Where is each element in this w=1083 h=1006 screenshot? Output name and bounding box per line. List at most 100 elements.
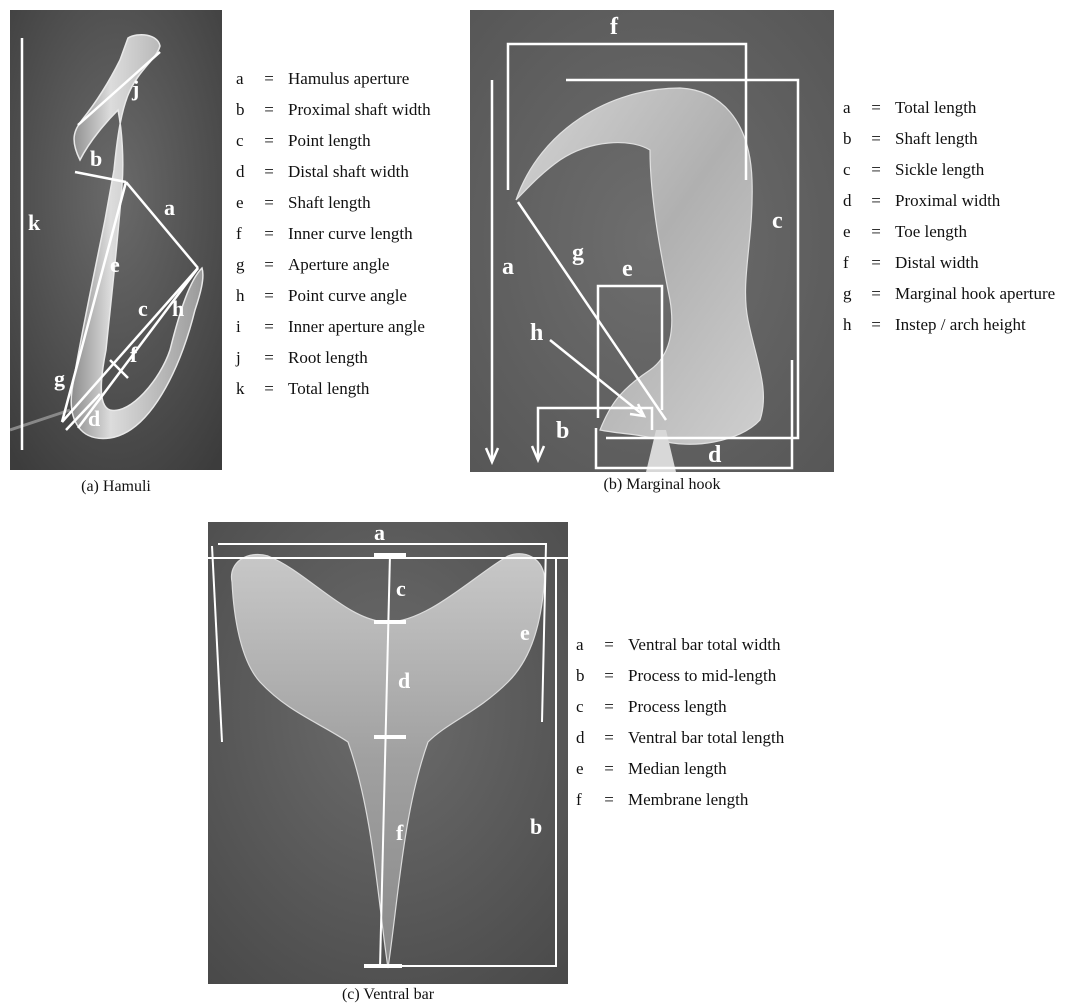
legend-key: d	[576, 722, 590, 753]
legend-key: e	[576, 753, 590, 784]
legend-key: b	[576, 660, 590, 691]
legend-equals: =	[869, 247, 883, 278]
legend-key: c	[576, 691, 590, 722]
legend-equals: =	[602, 753, 616, 784]
legend-equals: =	[262, 187, 276, 218]
legend-description: Marginal hook aperture	[895, 278, 1055, 309]
label-f: f	[130, 342, 138, 367]
legend-equals: =	[869, 92, 883, 123]
legend-equals: =	[602, 722, 616, 753]
legend-equals: =	[602, 660, 616, 691]
ventral-bar-micrograph: a c e d f b	[208, 522, 568, 984]
label-c: c	[138, 296, 148, 321]
legend-description: Aperture angle	[288, 249, 389, 280]
legend-key: b	[843, 123, 857, 154]
legend-equals: =	[262, 311, 276, 342]
legend-description: Membrane length	[628, 784, 748, 815]
legend-description: Hamulus aperture	[288, 63, 409, 94]
label-b: b	[530, 814, 542, 839]
label-c: c	[396, 576, 406, 601]
legend-key: j	[236, 342, 250, 373]
legend-description: Process to mid-length	[628, 660, 776, 691]
legend-equals: =	[262, 63, 276, 94]
marginal-hook-caption: (b) Marginal hook	[560, 476, 764, 494]
legend-equals: =	[262, 280, 276, 311]
legend-description: Ventral bar total length	[628, 722, 784, 753]
label-a: a	[164, 195, 175, 220]
legend-equals: =	[262, 342, 276, 373]
legend-key: f	[843, 247, 857, 278]
legend-description: Inner curve length	[288, 218, 413, 249]
label-g: g	[54, 366, 65, 391]
legend-equals: =	[602, 629, 616, 660]
label-a: a	[502, 254, 514, 280]
legend-description: Distal width	[895, 247, 979, 278]
label-a: a	[374, 522, 385, 545]
legend-equals: =	[262, 125, 276, 156]
legend-key: b	[236, 94, 250, 125]
label-b: b	[90, 146, 102, 171]
legend-key: g	[236, 249, 250, 280]
legend-description: Point length	[288, 125, 371, 156]
legend-description: Toe length	[895, 216, 967, 247]
label-f: f	[610, 14, 619, 40]
legend-equals: =	[262, 156, 276, 187]
legend-description: Proximal shaft width	[288, 94, 431, 125]
legend-key: d	[236, 156, 250, 187]
label-e: e	[622, 256, 633, 282]
legend-equals: =	[869, 309, 883, 340]
legend-description: Root length	[288, 342, 368, 373]
label-j: j	[131, 76, 139, 101]
legend-equals: =	[869, 123, 883, 154]
legend-key: e	[843, 216, 857, 247]
hamuli-caption: (a) Hamuli	[10, 478, 222, 496]
marginal-hook-micrograph: f c a g e h b d	[470, 10, 834, 472]
legend-key: a	[576, 629, 590, 660]
legend-description: Point curve angle	[288, 280, 407, 311]
legend-key: e	[236, 187, 250, 218]
label-c: c	[772, 208, 783, 234]
label-h: h	[172, 296, 184, 321]
legend-equals: =	[262, 94, 276, 125]
legend-description: Sickle length	[895, 154, 984, 185]
legend-equals: =	[869, 216, 883, 247]
legend-description: Shaft length	[288, 187, 371, 218]
legend-description: Distal shaft width	[288, 156, 409, 187]
legend-description: Shaft length	[895, 123, 978, 154]
legend-key: f	[236, 218, 250, 249]
legend-key: i	[236, 311, 250, 342]
legend-equals: =	[869, 154, 883, 185]
legend-key: h	[236, 280, 250, 311]
label-d: d	[708, 442, 722, 468]
legend-equals: =	[869, 278, 883, 309]
legend-description: Total length	[895, 92, 976, 123]
legend-description: Inner aperture angle	[288, 311, 425, 342]
legend-equals: =	[262, 373, 276, 404]
legend-key: c	[236, 125, 250, 156]
legend-key: h	[843, 309, 857, 340]
label-k: k	[28, 210, 41, 235]
label-b: b	[556, 418, 569, 444]
legend-equals: =	[262, 249, 276, 280]
label-d: d	[88, 406, 100, 431]
legend-key: d	[843, 185, 857, 216]
legend-description: Total length	[288, 373, 369, 404]
label-e: e	[110, 252, 120, 277]
legend-key: f	[576, 784, 590, 815]
legend-key: g	[843, 278, 857, 309]
label-h: h	[530, 320, 543, 346]
ventral-bar-caption: (c) Ventral bar	[288, 986, 488, 1004]
legend-description: Process length	[628, 691, 727, 722]
legend-key: a	[236, 63, 250, 94]
legend-key: k	[236, 373, 250, 404]
label-g: g	[572, 240, 584, 266]
hamuli-micrograph: j b a k e c h f g d	[10, 10, 222, 470]
legend-key: a	[843, 92, 857, 123]
legend-description: Proximal width	[895, 185, 1000, 216]
legend-equals: =	[869, 185, 883, 216]
label-d: d	[398, 668, 410, 693]
legend-equals: =	[262, 218, 276, 249]
label-f: f	[396, 820, 404, 845]
legend-description: Median length	[628, 753, 727, 784]
legend-description: Ventral bar total width	[628, 629, 781, 660]
